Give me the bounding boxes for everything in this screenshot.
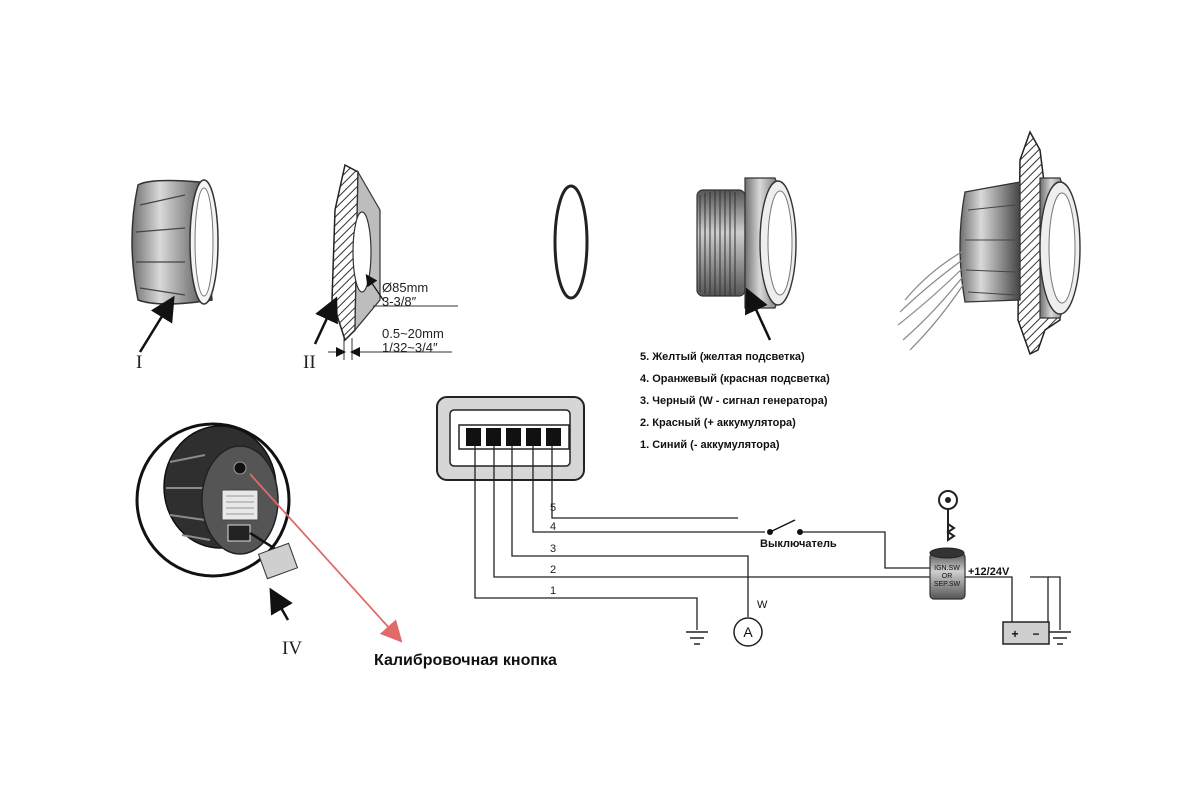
wire-legend-item: 1. Синий (- аккумулятора) bbox=[640, 439, 780, 451]
pin-number-4: 4 bbox=[550, 521, 557, 533]
wire-color-legend: 5. Желтый (желтая подсветка) 4. Оранжевы… bbox=[640, 346, 830, 456]
pin-number-5: 5 bbox=[550, 502, 557, 514]
part-label-i: I bbox=[136, 352, 143, 373]
ignition-switch: IGN.SW OR SEP.SW bbox=[929, 547, 966, 600]
switch-symbol bbox=[767, 519, 803, 535]
part-label-iv: IV bbox=[282, 638, 303, 659]
wire-legend-item: 5. Желтый (желтая подсветка) bbox=[640, 351, 805, 363]
wire-legend-item: 3. Черный (W - сигнал генератора) bbox=[640, 395, 828, 407]
ground-symbol-1 bbox=[686, 631, 708, 645]
switch-label: Выключатель bbox=[760, 538, 837, 550]
wire-3 bbox=[511, 446, 749, 617]
threaded-nut bbox=[696, 177, 797, 341]
battery-plus-text: + bbox=[1011, 627, 1018, 641]
pin-number-1: 1 bbox=[550, 585, 557, 597]
o-ring-gasket bbox=[553, 184, 589, 300]
wire-1 bbox=[474, 446, 698, 630]
assembled-gauge bbox=[897, 130, 1081, 356]
gauge-back-view-part-iv bbox=[135, 422, 403, 643]
wire-legend-item: 4. Оранжевый (красная подсветка) bbox=[640, 373, 830, 385]
battery-minus-text: − bbox=[1032, 627, 1039, 641]
alternator-symbol: A W bbox=[733, 599, 768, 647]
wire-2 bbox=[493, 446, 930, 578]
panel-thickness-metric: 0.5~20mm bbox=[382, 326, 444, 341]
key-icon bbox=[938, 490, 958, 542]
wire-4 bbox=[532, 446, 765, 533]
wire-legend-item: 2. Красный (+ аккумулятора) bbox=[640, 417, 796, 429]
panel-thickness-imperial: 1/32~3/4″ bbox=[382, 340, 438, 355]
connector-pins bbox=[466, 428, 561, 446]
ground-symbol-2 bbox=[1049, 631, 1071, 645]
wiring-lines bbox=[474, 446, 1061, 630]
connector-plug bbox=[436, 396, 585, 481]
pin-number-3: 3 bbox=[550, 543, 557, 555]
wire-5 bbox=[551, 446, 738, 519]
supply-voltage-label: +12/24V bbox=[968, 566, 1010, 578]
alternator-terminal-text: W bbox=[757, 599, 768, 611]
switch-to-ignition bbox=[800, 531, 930, 569]
ignition-label-3: SEP.SW bbox=[934, 581, 961, 588]
chassis-ground-wire bbox=[1048, 576, 1061, 630]
part-label-ii: II bbox=[303, 352, 316, 373]
hole-diameter-imperial: 3-3/8″ bbox=[382, 294, 417, 309]
battery-negative-wire bbox=[1030, 576, 1049, 622]
battery-positive-wire bbox=[965, 576, 1013, 622]
alternator-symbol-text: A bbox=[743, 624, 753, 640]
battery-symbol: + − bbox=[1002, 621, 1050, 645]
pin-number-2: 2 bbox=[550, 564, 557, 576]
ignition-label-2: OR bbox=[942, 573, 953, 580]
hole-diameter-metric: Ø85mm bbox=[382, 280, 429, 295]
panel-section-part-ii bbox=[313, 163, 458, 360]
bezel-ring-part-i bbox=[131, 179, 219, 353]
ignition-label-1: IGN.SW bbox=[934, 565, 960, 572]
calibration-button-label: Калибровочная кнопка bbox=[374, 652, 557, 669]
